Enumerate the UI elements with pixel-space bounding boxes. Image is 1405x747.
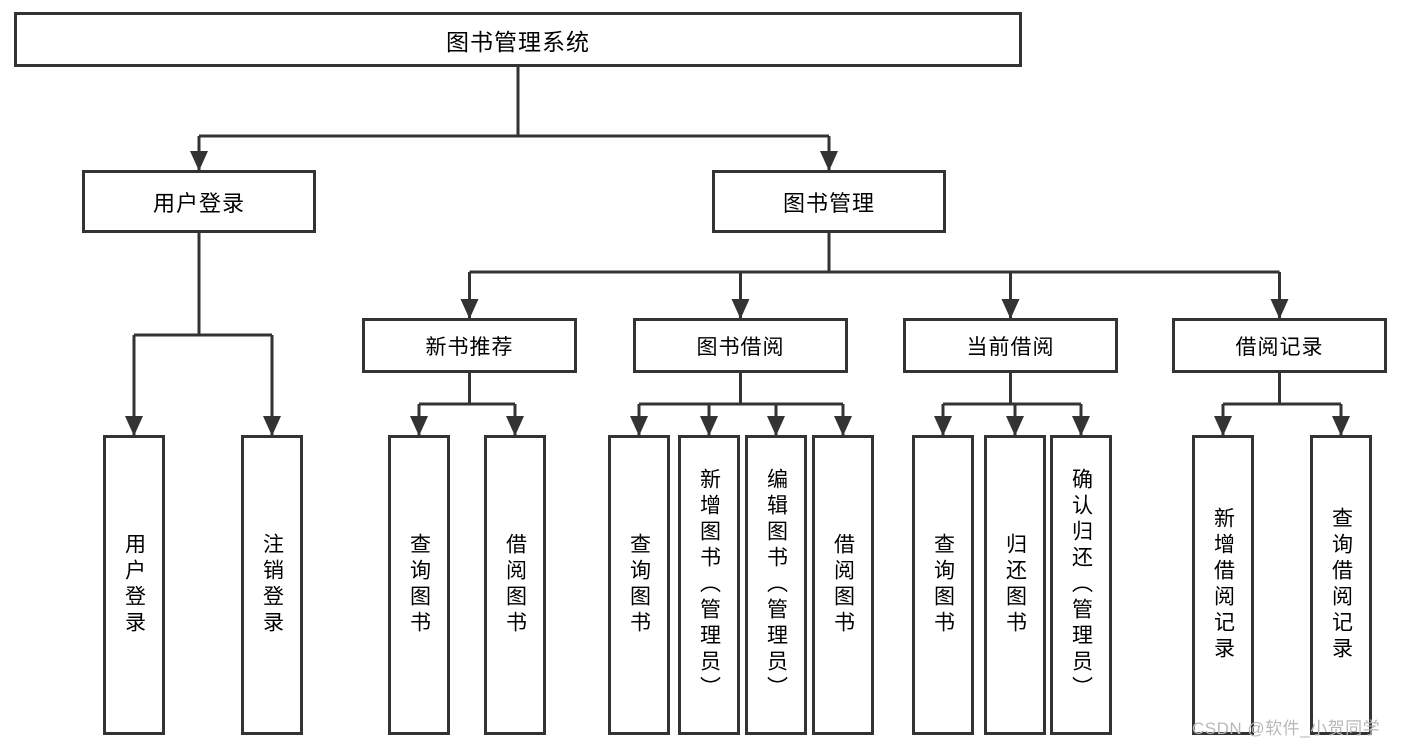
node-leaf-confirm-return[interactable]: 确认归还（管理员） [1050, 435, 1112, 735]
node-leaf-edit-book[interactable]: 编辑图书（管理员） [745, 435, 807, 735]
node-leaf-borrow-book-2[interactable]: 借阅图书 [812, 435, 874, 735]
node-label: 当前借阅 [966, 335, 1055, 359]
node-label: 编辑图书（管理员） [764, 468, 788, 702]
node-leaf-query-book-1[interactable]: 查询图书 [388, 435, 450, 735]
node-leaf-query-record[interactable]: 查询借阅记录 [1310, 435, 1372, 735]
node-current-borrow[interactable]: 当前借阅 [903, 318, 1118, 373]
node-label: 借阅图书 [503, 533, 527, 637]
node-label: 查询借阅记录 [1329, 507, 1353, 663]
node-label: 新增借阅记录 [1211, 507, 1235, 663]
node-leaf-query-book-3[interactable]: 查询图书 [912, 435, 974, 735]
node-leaf-add-record[interactable]: 新增借阅记录 [1192, 435, 1254, 735]
node-book-borrow[interactable]: 图书借阅 [633, 318, 848, 373]
node-label: 查询图书 [931, 533, 955, 637]
node-label: 查询图书 [627, 533, 651, 637]
node-label: 图书管理 [782, 190, 875, 216]
node-leaf-user-login[interactable]: 用户登录 [103, 435, 165, 735]
node-leaf-return-book[interactable]: 归还图书 [984, 435, 1046, 735]
node-leaf-user-logout[interactable]: 注销登录 [241, 435, 303, 735]
node-label: 新书推荐 [425, 335, 514, 359]
node-label: 用户登录 [152, 190, 245, 216]
node-label: 注销登录 [260, 533, 284, 637]
node-new-book-rec[interactable]: 新书推荐 [362, 318, 577, 373]
node-leaf-borrow-book-1[interactable]: 借阅图书 [484, 435, 546, 735]
node-borrow-record[interactable]: 借阅记录 [1172, 318, 1387, 373]
node-label: 确认归还（管理员） [1069, 468, 1093, 702]
node-label: 查询图书 [407, 533, 431, 637]
watermark-text: CSDN @软件_小贺同学 [1192, 719, 1381, 738]
node-label: 图书借阅 [696, 335, 785, 359]
node-leaf-add-book[interactable]: 新增图书（管理员） [678, 435, 740, 735]
node-label: 用户登录 [122, 533, 146, 637]
node-leaf-query-book-2[interactable]: 查询图书 [608, 435, 670, 735]
node-book-manage[interactable]: 图书管理 [712, 170, 946, 233]
node-root[interactable]: 图书管理系统 [14, 12, 1022, 67]
node-user-login[interactable]: 用户登录 [82, 170, 316, 233]
node-label: 图书管理系统 [446, 28, 590, 55]
node-label: 借阅图书 [831, 533, 855, 637]
node-label: 借阅记录 [1235, 335, 1324, 359]
node-label: 新增图书（管理员） [697, 468, 721, 702]
node-label: 归还图书 [1003, 533, 1027, 637]
